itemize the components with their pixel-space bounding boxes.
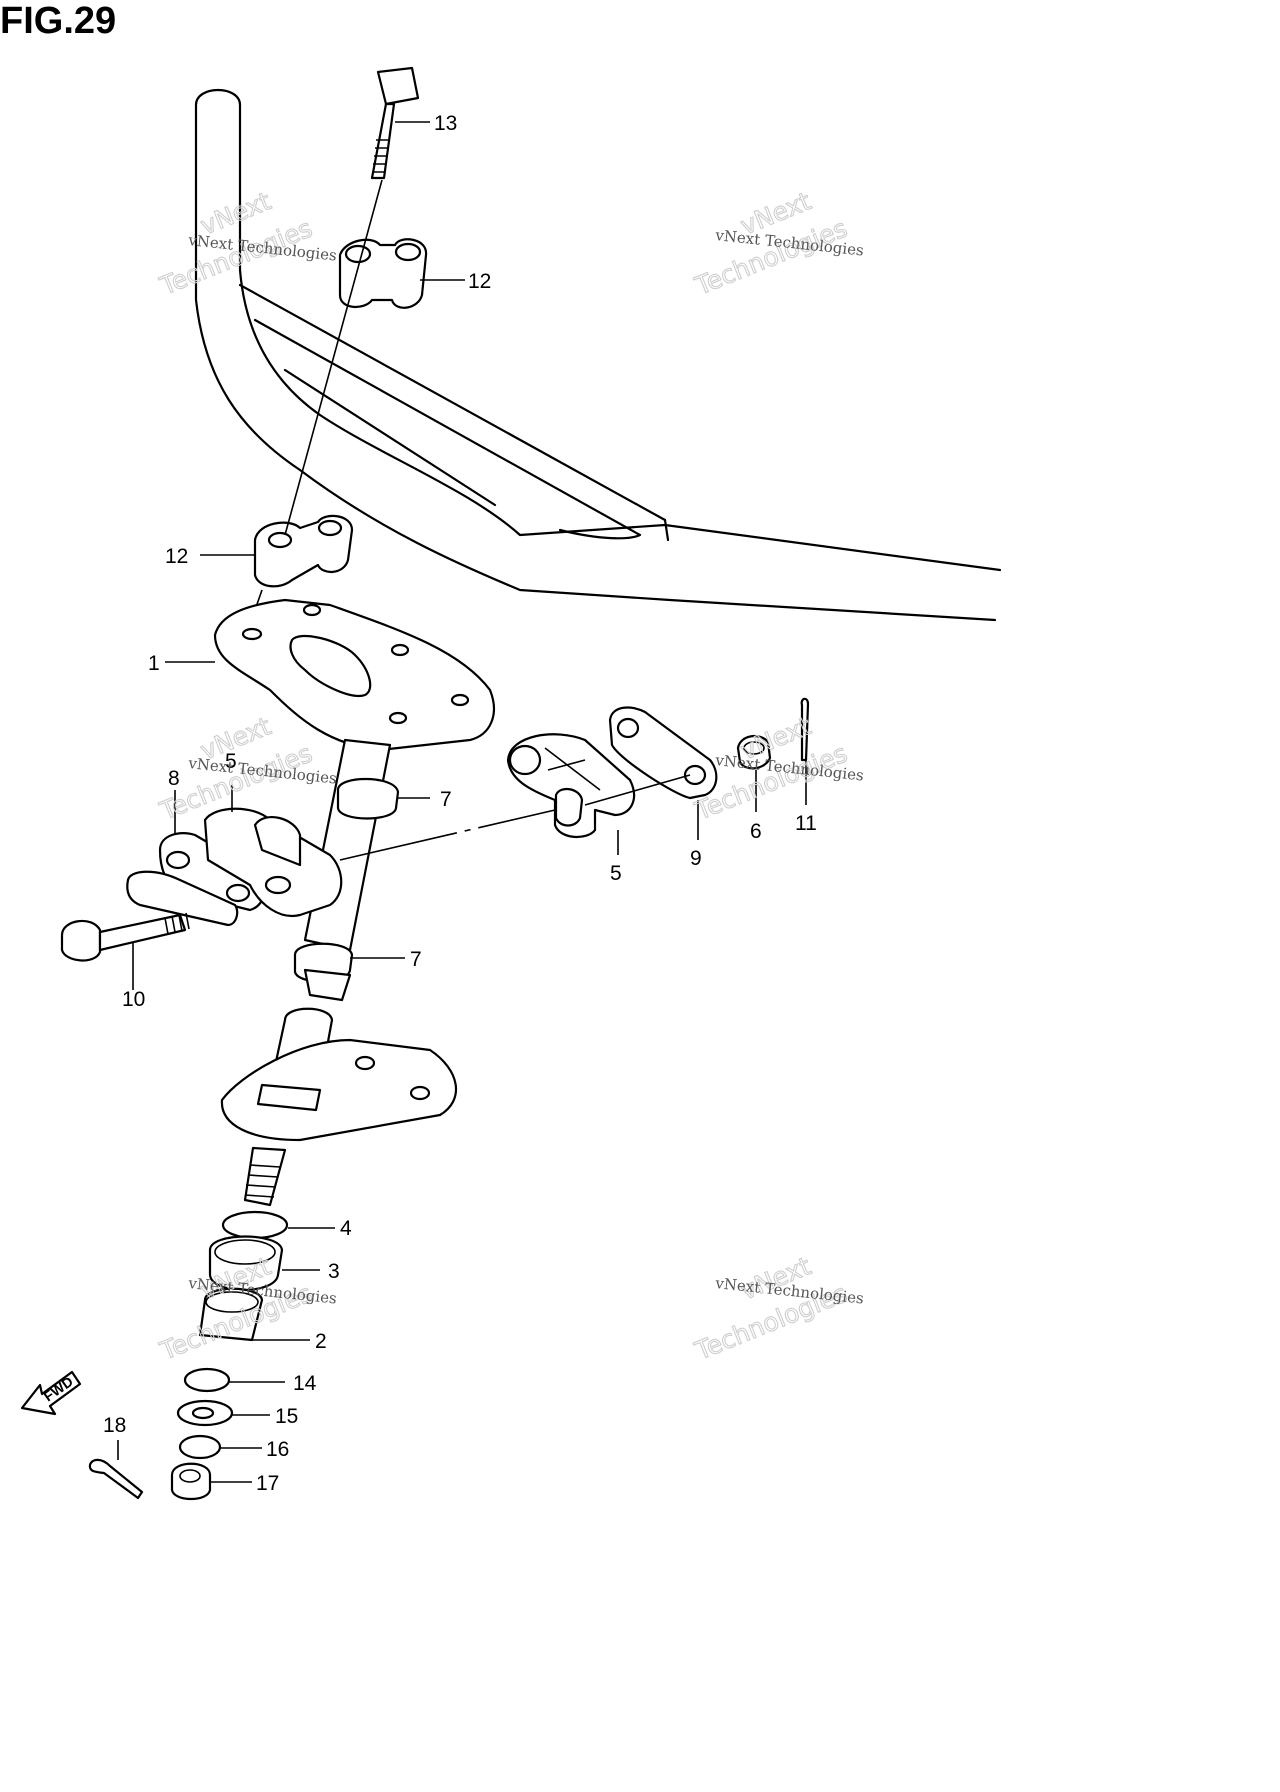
callout-8: 8 [168, 767, 180, 790]
steering-arm [220, 1007, 458, 1207]
callout-10: 10 [122, 988, 145, 1011]
cotter-pin-18 [88, 1458, 144, 1500]
leader-lines [117, 121, 807, 1483]
callout-16: 16 [266, 1438, 289, 1461]
handlebar [194, 88, 1002, 622]
figure-title: FIG.29 [0, 0, 117, 42]
callout-9: 9 [690, 847, 702, 870]
callout-7-upper: 7 [440, 788, 452, 811]
tie-rod-centerline [339, 809, 556, 861]
callout-5-right: 5 [610, 862, 622, 885]
watermark-top-right: vNext Technologies vNext Technologies [690, 186, 865, 302]
callout-17: 17 [256, 1472, 279, 1495]
watermark-bottom-right: vNext Technologies vNext Technologies [690, 1251, 865, 1367]
watermark-bottom-left: vNext Technologies vNext Technologies [155, 1251, 338, 1367]
right-rod-end-5 [506, 733, 636, 838]
bearing-stack [170, 1210, 289, 1501]
nut-6 [736, 734, 772, 770]
watermark-mid-right: vNext Technologies vNext Technologies [690, 711, 865, 827]
callout-18: 18 [103, 1414, 126, 1437]
cotter-pin-11 [800, 697, 810, 762]
callout-2: 2 [315, 1330, 327, 1353]
callout-12-lower: 12 [165, 545, 188, 568]
callout-5-left: 5 [225, 750, 237, 773]
callout-6: 6 [750, 820, 762, 843]
callout-14: 14 [293, 1372, 317, 1395]
watermark-top-left: vNext Technologies vNext Technologies [155, 186, 338, 302]
callout-4: 4 [340, 1217, 352, 1240]
left-clamp-assembly [60, 807, 343, 962]
callout-1: 1 [148, 652, 160, 675]
holder-upper-12 [338, 238, 428, 309]
callout-3: 3 [328, 1260, 340, 1283]
callout-15: 15 [275, 1405, 298, 1428]
holder-lower-12 [253, 514, 354, 588]
callout-13: 13 [434, 112, 457, 135]
centerline-13 [284, 179, 383, 536]
callout-labels: 13 12 12 1 8 5 7 7 10 5 9 6 11 4 3 2 14 … [103, 112, 817, 1495]
callout-7-lower: 7 [410, 948, 422, 971]
rod-centerline [584, 774, 691, 806]
callout-11: 11 [795, 812, 817, 835]
fwd-arrow: FWD [20, 1370, 82, 1416]
steering-plate-1 [213, 598, 495, 752]
callout-12-upper: 12 [468, 270, 491, 293]
bolt-13 [370, 66, 420, 180]
